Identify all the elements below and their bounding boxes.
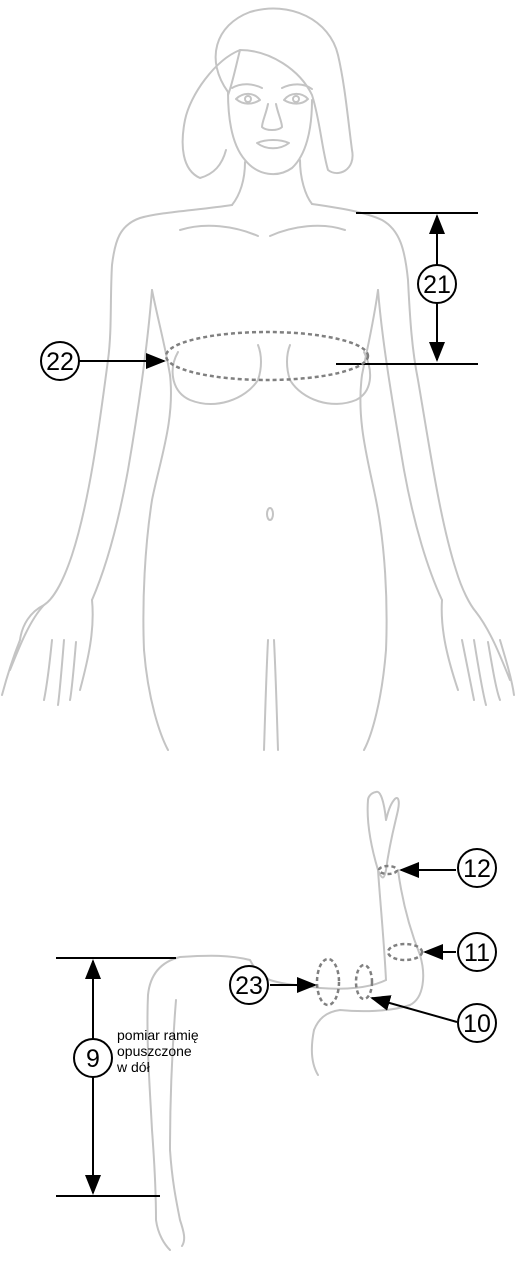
mouth	[257, 140, 289, 148]
neck	[232, 160, 312, 205]
torso-right	[360, 290, 386, 650]
m12-wrist-ring	[379, 866, 397, 874]
m10-label: 10	[463, 1010, 491, 1038]
m22-bust-ring	[166, 332, 368, 380]
measurement-9: 9 pomiar ramię opuszczone w dół	[56, 958, 199, 1196]
m11-label: 11	[464, 939, 490, 967]
front-body-figure	[2, 9, 514, 750]
collarbones	[180, 226, 345, 236]
measurement-12: 12	[379, 849, 496, 887]
breasts	[173, 345, 370, 404]
navel	[267, 508, 273, 520]
hair-parting	[228, 50, 240, 95]
right-pupil	[293, 96, 299, 102]
m11-forearm-ring	[388, 944, 422, 960]
raised-hand	[368, 792, 399, 878]
hair-outline	[183, 9, 353, 178]
measurement-11: 11	[388, 933, 496, 971]
m12-label: 12	[463, 855, 491, 883]
measurement-22: 22	[41, 332, 368, 380]
m22-label: 22	[46, 348, 74, 376]
m9-note-line2: opuszczone	[117, 1043, 192, 1059]
m23-label: 23	[235, 972, 263, 1000]
measurement-23: 23	[230, 959, 339, 1005]
m9-note-line1: pomiar ramię	[117, 1027, 199, 1043]
m9-label: 9	[86, 1045, 100, 1073]
left-inner-arm	[92, 290, 152, 600]
m9-note-line3: w dół	[116, 1059, 151, 1075]
measurement-21: 21	[336, 213, 478, 364]
measurement-10: 10	[356, 965, 496, 1042]
inner-legs	[264, 640, 278, 750]
left-eyebrow	[232, 84, 262, 88]
m10-elbow-ring	[356, 965, 372, 999]
shoulder-line	[20, 204, 476, 640]
m21-label: 21	[423, 271, 451, 299]
right-hand	[442, 600, 514, 705]
raised-forearm	[378, 870, 423, 1005]
hanging-arm	[147, 957, 184, 1250]
left-hand	[2, 600, 93, 705]
right-inner-arm	[378, 290, 442, 600]
m23-upper-arm-ring	[317, 959, 339, 1005]
nose	[262, 104, 282, 130]
left-pupil	[245, 96, 251, 102]
side-arm-figure	[147, 792, 423, 1250]
